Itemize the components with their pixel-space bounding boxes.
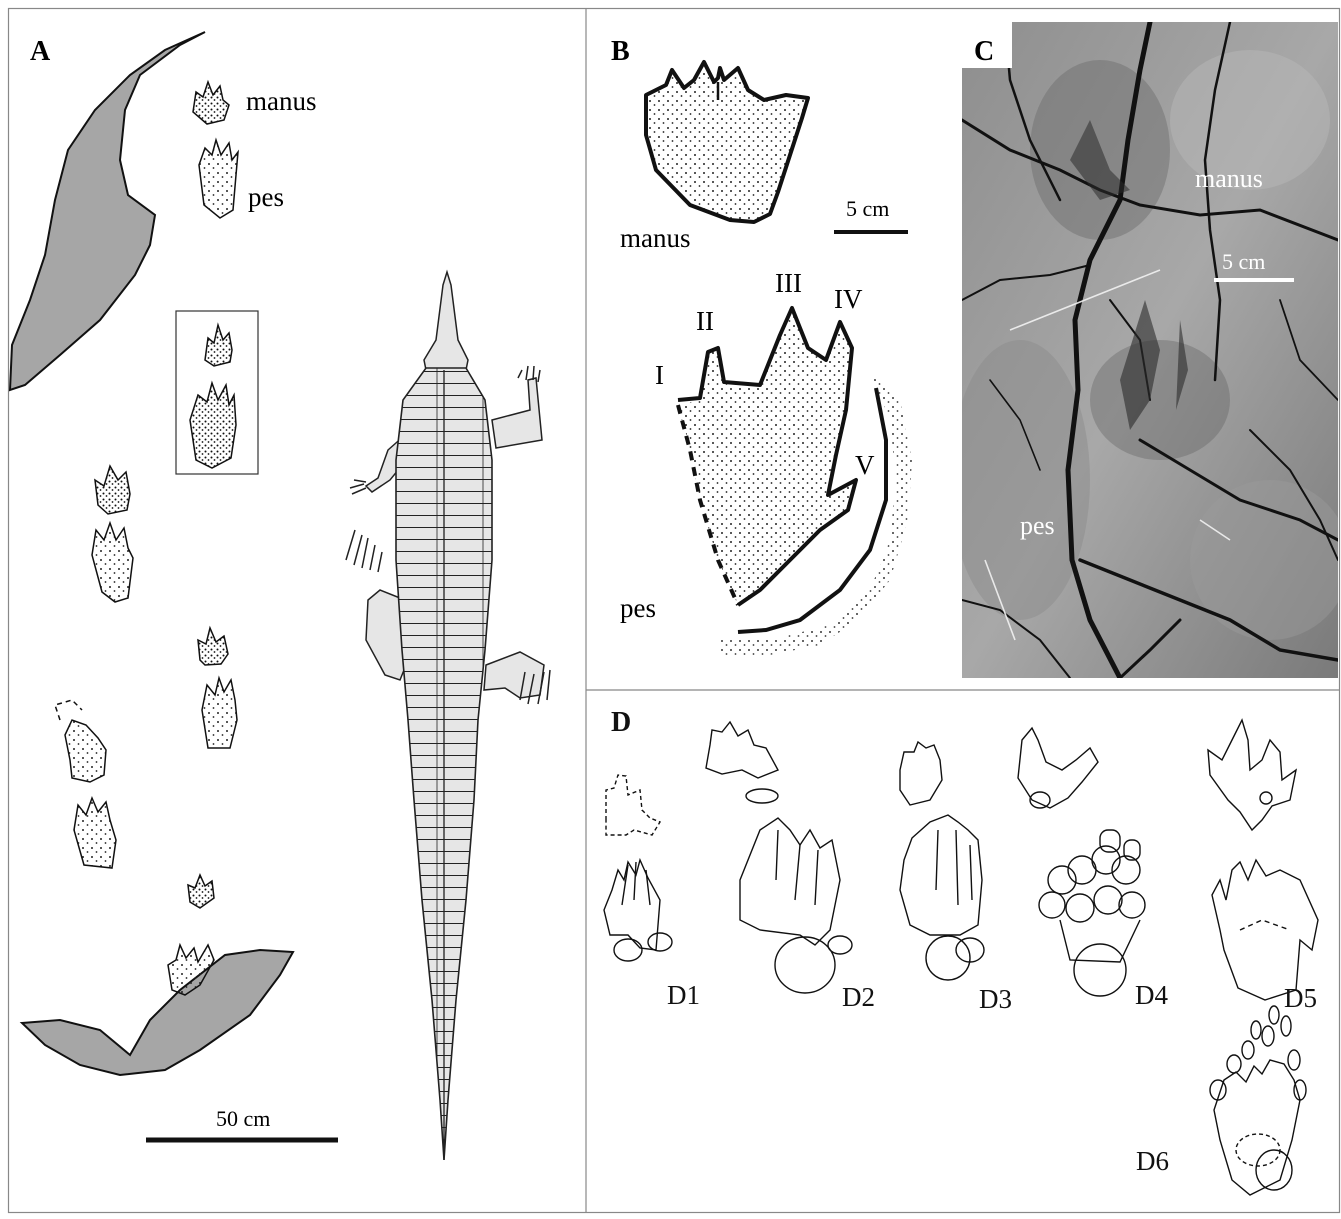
panel-b-letter: B	[611, 36, 630, 67]
digit-label-II: II	[696, 306, 714, 336]
track-label-d5: D5	[1284, 983, 1317, 1013]
digit-label-IV: IV	[834, 284, 863, 314]
panel-c-scale-label: 5 cm	[1222, 249, 1265, 274]
track-d3	[900, 742, 984, 980]
panel-c-pes-label: pes	[1020, 511, 1055, 540]
panel-b: B manus 5 cm I II III IV V pes	[611, 36, 912, 655]
substrate-lower	[22, 950, 293, 1075]
digit-label-V: V	[855, 450, 875, 480]
track-label-d2: D2	[842, 982, 875, 1012]
boxed-manus-print	[205, 325, 232, 366]
panel-a-scale-label: 50 cm	[216, 1106, 270, 1131]
digit-label-I: I	[655, 360, 664, 390]
right-hindlimb	[484, 652, 544, 698]
panel-d-letter: D	[611, 707, 631, 738]
panel-b-scale-label: 5 cm	[846, 196, 889, 221]
track-label-d1: D1	[667, 980, 700, 1010]
digit-label-III: III	[775, 268, 802, 298]
track-d6	[1210, 1006, 1306, 1195]
panel-c: C manus 5 cm pes	[950, 22, 1341, 678]
right-forelimb	[492, 378, 542, 448]
trackway-prints	[55, 466, 237, 995]
crocodile-reconstruction	[346, 272, 550, 1160]
panel-b-manus-label: manus	[620, 223, 691, 253]
panel-a: A manus pes 50	[10, 32, 550, 1160]
legend-pes-label: pes	[248, 182, 284, 212]
legend-pes-print	[199, 140, 238, 218]
skull	[424, 272, 468, 370]
boxed-pes-print	[190, 383, 236, 468]
panel-d: D D1 D2 D3	[604, 707, 1318, 1195]
panel-b-manus-outline	[646, 62, 808, 222]
legend-manus-print	[193, 82, 229, 124]
track-d2	[706, 722, 852, 993]
panel-c-manus-label: manus	[1195, 164, 1263, 193]
track-d4	[1018, 728, 1145, 996]
track-d1	[604, 775, 672, 961]
track-label-d4: D4	[1135, 980, 1168, 1010]
track-label-d6: D6	[1136, 1146, 1169, 1176]
panel-c-photo	[950, 22, 1341, 678]
track-label-d3: D3	[979, 984, 1012, 1014]
track-d5	[1208, 720, 1318, 1000]
panel-a-letter: A	[30, 36, 51, 67]
panel-c-letter: C	[974, 36, 994, 67]
panel-b-pes-label: pes	[620, 593, 656, 623]
legend-manus-label: manus	[246, 86, 317, 116]
